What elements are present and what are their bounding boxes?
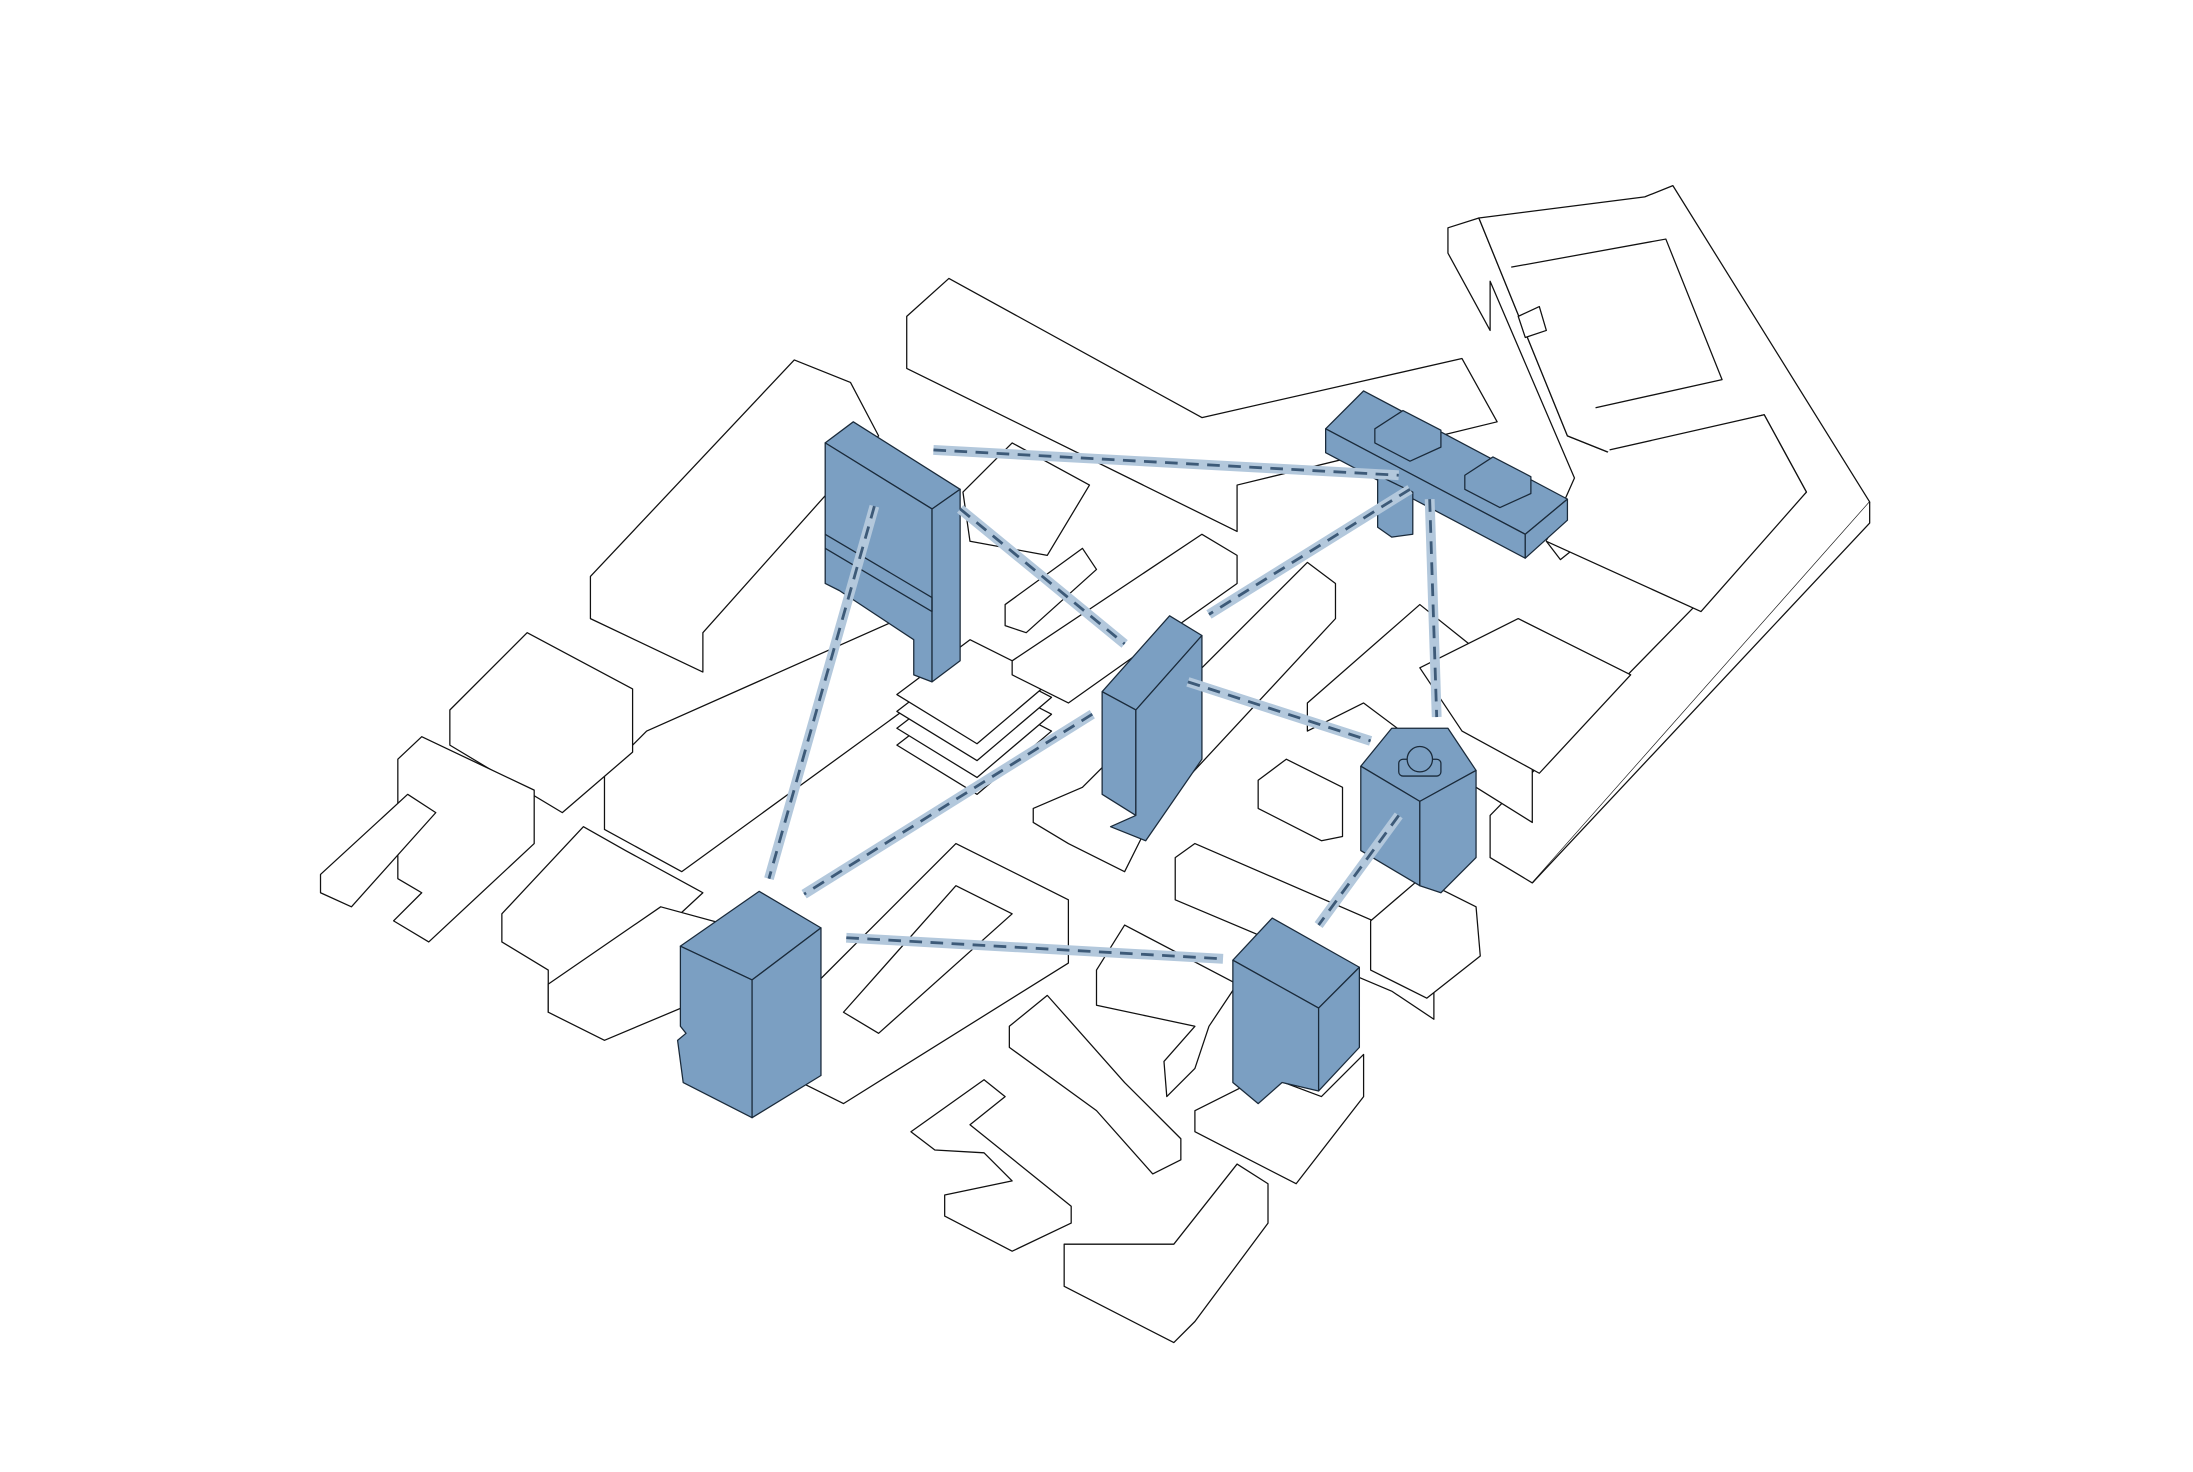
context-building — [1257, 758, 1344, 842]
context-building — [1004, 547, 1098, 634]
context-building — [842, 885, 1013, 1034]
context-building — [1419, 617, 1632, 774]
context-building — [449, 632, 634, 814]
context-building — [1517, 305, 1547, 339]
connection-line — [959, 507, 1126, 646]
context-building — [1546, 414, 1808, 613]
context-building — [906, 277, 1498, 533]
context-building — [589, 359, 880, 673]
highlighted-towers — [676, 390, 1569, 1119]
connection-line — [1317, 814, 1400, 926]
tower-south-west — [676, 890, 822, 1119]
connection-line — [1428, 499, 1439, 718]
connection-line — [933, 448, 1399, 477]
context-building — [910, 1079, 1072, 1252]
connection-line — [1208, 488, 1411, 616]
connection-line — [845, 932, 1224, 964]
context-building — [1511, 238, 1723, 409]
tower-north-west — [824, 421, 961, 683]
context-building — [392, 736, 535, 943]
connection-line — [767, 505, 876, 880]
connection-line — [803, 713, 1094, 896]
visual-connections — [764, 445, 1442, 964]
connection-line — [1187, 680, 1372, 743]
tower-central — [1101, 615, 1203, 842]
context-building — [319, 793, 437, 908]
context-building — [1011, 533, 1238, 704]
tower-east — [1360, 727, 1477, 894]
context-building — [603, 617, 929, 873]
tower-north-east — [1325, 390, 1569, 559]
context-building — [1008, 994, 1182, 1175]
tower-south-east — [1232, 917, 1361, 1105]
context-building — [1174, 842, 1435, 1020]
context-building — [1531, 501, 1871, 884]
context-buildings — [319, 185, 1871, 1344]
context-building — [1063, 1163, 1269, 1344]
